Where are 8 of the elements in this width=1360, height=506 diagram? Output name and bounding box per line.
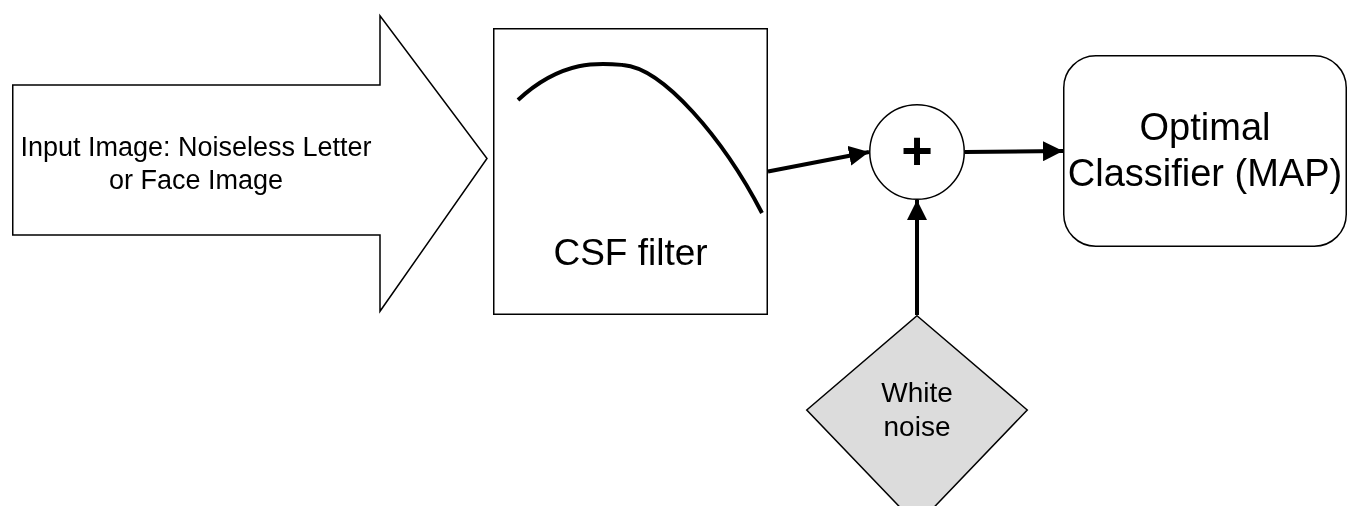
filter-label: CSF filter bbox=[553, 230, 708, 275]
classifier-label: Optimal Classifier (MAP) bbox=[1066, 105, 1344, 196]
arrow-label: Input Image: Noiseless Letter or Face Image bbox=[19, 131, 373, 196]
arrow bbox=[907, 200, 927, 315]
plus-sign: + bbox=[901, 118, 933, 182]
noise-label: White noise bbox=[880, 376, 954, 444]
arrow bbox=[964, 141, 1064, 162]
arrow bbox=[767, 145, 870, 174]
